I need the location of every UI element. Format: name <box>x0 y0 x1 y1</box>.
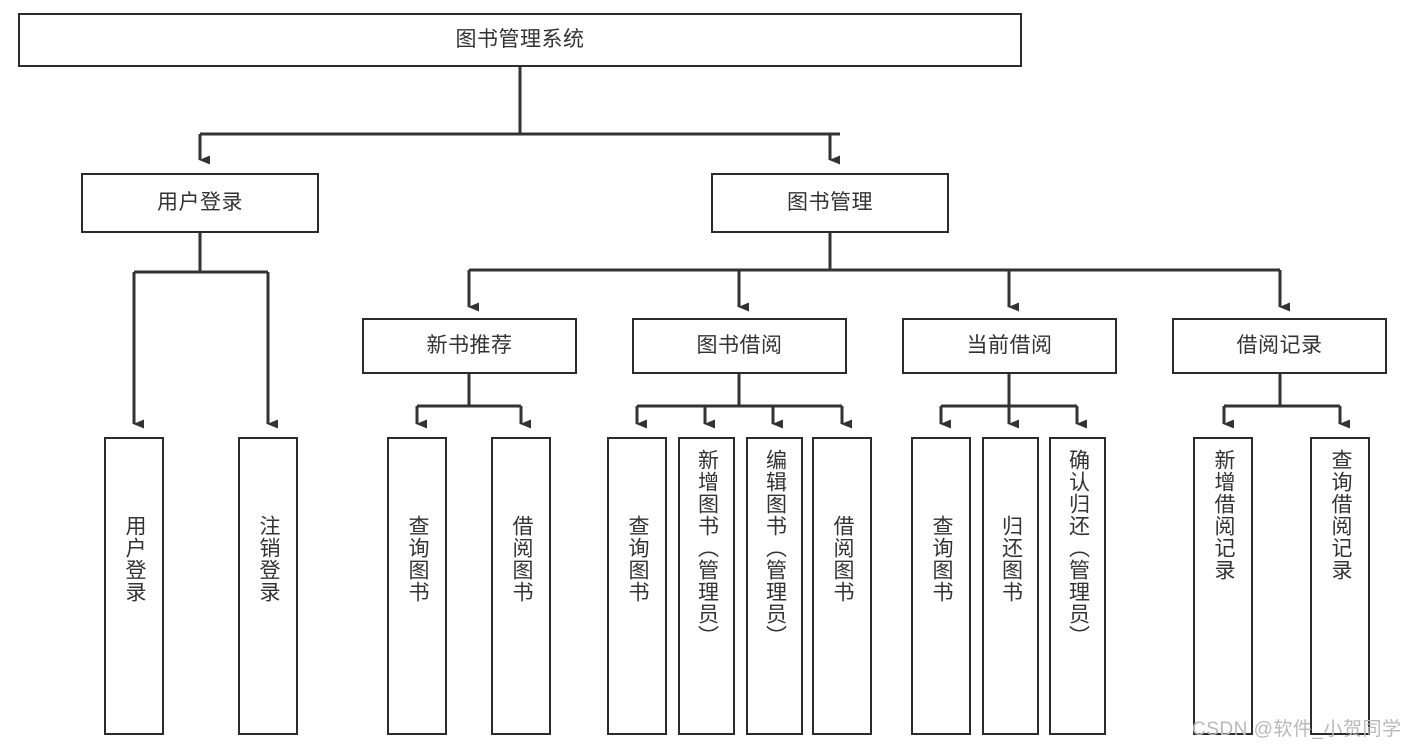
node-current-borrow-label: 当前借阅 <box>966 334 1053 358</box>
node-leaf-query-book-1-label: 查询图书 <box>406 515 430 603</box>
node-leaf-logout-label: 注销登录 <box>257 515 281 603</box>
node-borrow-record[interactable]: 借阅记录 <box>1172 318 1387 374</box>
node-leaf-query-book-1[interactable]: 查询图书 <box>387 437 447 735</box>
node-leaf-add-record[interactable]: 新增借阅记录 <box>1193 437 1253 735</box>
node-book-manage-label: 图书管理 <box>787 191 873 215</box>
node-leaf-return-book[interactable]: 归还图书 <box>982 437 1039 735</box>
node-book-borrow[interactable]: 图书借阅 <box>632 318 847 374</box>
node-leaf-add-record-label: 新增借阅记录 <box>1212 449 1236 581</box>
node-leaf-query-book-3[interactable]: 查询图书 <box>911 437 971 735</box>
node-borrow-record-label: 借阅记录 <box>1236 334 1323 358</box>
node-leaf-query-book-2-label: 查询图书 <box>626 515 650 603</box>
watermark: CSDN @软件_小贺同学 <box>1192 719 1402 740</box>
node-leaf-add-book[interactable]: 新增图书（管理员） <box>678 437 735 735</box>
node-leaf-edit-book-label: 编辑图书（管理员） <box>763 449 787 647</box>
node-leaf-query-book-2[interactable]: 查询图书 <box>607 437 667 735</box>
node-leaf-confirm-return-label: 确认归还（管理员） <box>1066 449 1090 647</box>
node-leaf-borrow-book-1[interactable]: 借阅图书 <box>491 437 551 735</box>
node-leaf-borrow-book-2[interactable]: 借阅图书 <box>812 437 872 735</box>
node-user-login-label: 用户登录 <box>157 191 243 215</box>
node-leaf-query-book-3-label: 查询图书 <box>930 515 954 603</box>
node-book-manage[interactable]: 图书管理 <box>711 173 949 233</box>
node-user-login[interactable]: 用户登录 <box>81 173 319 233</box>
node-leaf-query-record[interactable]: 查询借阅记录 <box>1310 437 1370 735</box>
node-leaf-return-book-label: 归还图书 <box>999 515 1023 603</box>
node-leaf-add-book-label: 新增图书（管理员） <box>695 449 719 647</box>
node-root[interactable]: 图书管理系统 <box>18 13 1022 67</box>
node-leaf-edit-book[interactable]: 编辑图书（管理员） <box>746 437 803 735</box>
node-leaf-user-login[interactable]: 用户登录 <box>104 437 164 735</box>
node-root-label: 图书管理系统 <box>455 28 585 52</box>
node-leaf-borrow-book-1-label: 借阅图书 <box>510 515 534 603</box>
node-new-book-rec[interactable]: 新书推荐 <box>362 318 577 374</box>
node-new-book-rec-label: 新书推荐 <box>426 334 513 358</box>
node-leaf-confirm-return[interactable]: 确认归还（管理员） <box>1049 437 1106 735</box>
node-leaf-query-record-label: 查询借阅记录 <box>1329 449 1353 581</box>
node-leaf-user-login-label: 用户登录 <box>123 515 147 603</box>
node-current-borrow[interactable]: 当前借阅 <box>902 318 1117 374</box>
node-book-borrow-label: 图书借阅 <box>696 334 783 358</box>
node-leaf-logout[interactable]: 注销登录 <box>238 437 298 735</box>
node-leaf-borrow-book-2-label: 借阅图书 <box>831 515 855 603</box>
